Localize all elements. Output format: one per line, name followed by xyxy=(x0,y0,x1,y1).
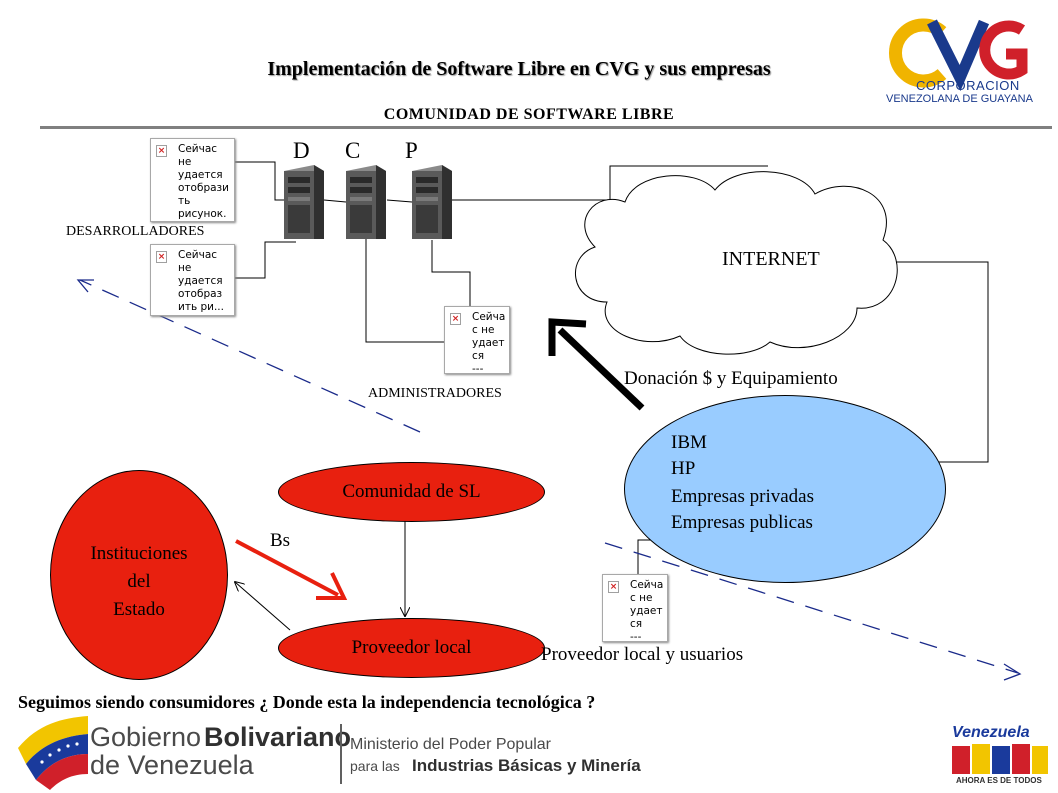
venezuela-ahora-logo: Venezuela AHORA ES DE TODOS xyxy=(948,722,1054,788)
companies-line-public: Empresas publicas xyxy=(671,512,813,533)
companies-ellipse: IBM HP Empresas privadas Empresas public… xyxy=(624,395,946,583)
dev1-link xyxy=(234,161,284,201)
server-label-d: D xyxy=(293,138,310,163)
dev2-link xyxy=(234,241,296,279)
user-image-placeholder: × Сейча с не удает ся --- xyxy=(602,574,668,642)
proveedor-ellipse: Proveedor local xyxy=(278,618,545,678)
gobierno-word: Gobierno xyxy=(90,722,202,752)
companies-line-ibm: IBM xyxy=(671,432,707,453)
gobierno-logo: Gobierno Bolivariano de Venezuela Minist… xyxy=(12,712,652,792)
companies-line-hp: HP xyxy=(671,458,696,479)
donation-arrow xyxy=(557,327,645,411)
internet-cloud: INTERNET xyxy=(565,162,910,360)
internet-label: INTERNET xyxy=(722,248,820,270)
de-venezuela-words: de Venezuela xyxy=(90,750,254,780)
label-donacion: Donación $ y Equipamiento xyxy=(624,368,838,389)
venezuela-ahora-tagline: AHORA ES DE TODOS xyxy=(956,776,1042,785)
label-proveedor-usuarios: Proveedor local y usuarios xyxy=(541,644,744,665)
instituciones-ellipse: Instituciones del Estado xyxy=(50,470,228,680)
label-bs: Bs xyxy=(270,530,291,551)
proveedor-label: Proveedor local xyxy=(351,637,472,658)
admin-link-p xyxy=(431,240,471,306)
server-c-icon xyxy=(346,165,386,239)
placeholder-text: Сейчас не удается отобраз ить ри... xyxy=(178,249,224,313)
people-figures-icon xyxy=(952,744,1048,774)
page-subtitle: COMUNIDAD DE SOFTWARE LIBRE xyxy=(383,106,675,123)
cvg-logo: CORPORACION VENEZOLANA DE GUAYANA xyxy=(880,8,1055,108)
comunidad-ellipse: Comunidad de SL xyxy=(278,462,545,522)
placeholder-text: Сейча с не удает ся --- xyxy=(472,311,506,374)
cloud-shape xyxy=(575,171,898,355)
placeholder-text: Сейча с не удает ся --- xyxy=(630,579,664,642)
server-d-icon xyxy=(284,165,324,239)
instituciones-line-1: Instituciones xyxy=(90,543,188,564)
label-administradores: ADMINISTRADORES xyxy=(368,386,502,401)
internet-ellipse-link xyxy=(880,261,989,463)
cvg-logo-mark xyxy=(888,18,1028,92)
internet-link xyxy=(452,165,768,201)
server-p-icon xyxy=(412,165,452,239)
instituciones-line-2: del xyxy=(127,571,151,592)
ministerio-line-1: Ministerio del Poder Popular xyxy=(350,736,551,753)
bolivariano-word: Bolivariano xyxy=(204,722,352,752)
page-title: Implementación de Software Libre en CVG … xyxy=(267,58,771,80)
cvg-logo-line2: VENEZOLANA DE GUAYANA xyxy=(886,93,1033,105)
admin-image-placeholder: × Сейча с не удает ся --- xyxy=(444,306,510,374)
venezuela-ahora-title: Venezuela xyxy=(952,724,1030,741)
developer-image-placeholder-1: × Сейчас не удается отобрази ть рисунок. xyxy=(150,138,235,222)
developer-image-placeholder-2: × Сейчас не удается отобраз ить ри... xyxy=(150,244,235,316)
companies-line-private: Empresas privadas xyxy=(671,486,814,507)
dashed-arrow-right xyxy=(604,542,1019,674)
placeholder-text: Сейчас не удается отобрази ть рисунок. xyxy=(178,143,229,220)
label-desarrolladores: DESARROLLADORES xyxy=(66,224,205,239)
server-label-c: C xyxy=(345,138,361,163)
instituciones-line-3: Estado xyxy=(113,599,165,620)
broken-image-icon: × xyxy=(608,581,619,593)
ministerio-line-2a: para las xyxy=(350,758,400,774)
proveedor-instituciones-arrow xyxy=(235,582,291,631)
broken-image-icon: × xyxy=(450,313,461,325)
footer-question: Seguimos siendo consumidores ¿ Donde est… xyxy=(18,692,596,712)
venezuela-flag-icon xyxy=(18,716,88,790)
logo-divider xyxy=(340,724,342,784)
broken-image-icon: × xyxy=(156,145,167,157)
dashed-arrow-left xyxy=(79,279,421,433)
cvg-logo-line1: CORPORACION xyxy=(916,78,1020,93)
server-label-p: P xyxy=(405,138,418,163)
ministerio-line-2b: Industrias Básicas y Minería xyxy=(412,756,641,775)
bs-arrow xyxy=(235,539,339,597)
comunidad-label: Comunidad de SL xyxy=(342,481,481,502)
broken-image-icon: × xyxy=(156,251,167,263)
header-divider xyxy=(40,126,1052,129)
admin-link-c xyxy=(365,238,445,343)
